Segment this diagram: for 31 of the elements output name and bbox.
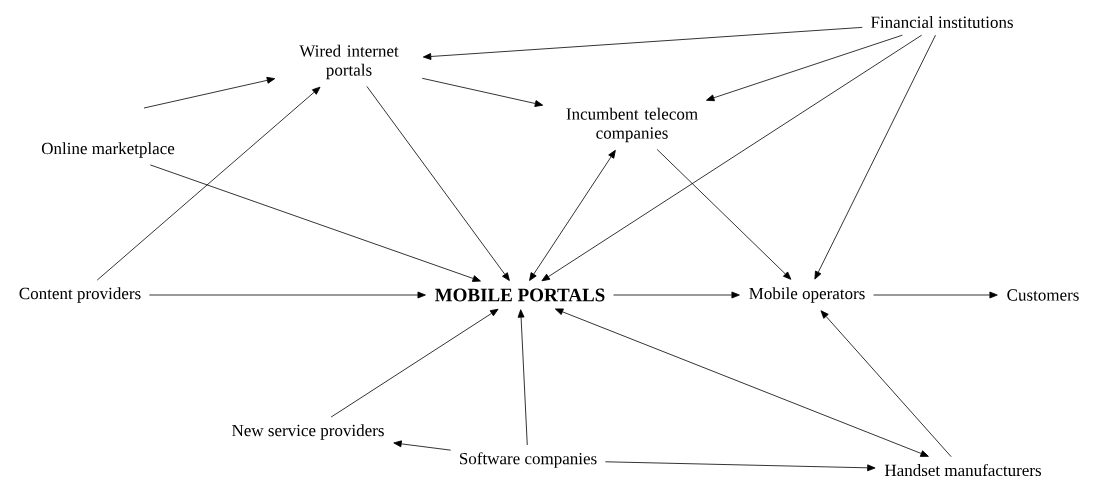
arrow: [96, 86, 321, 281]
node-label: MOBILE PORTALS: [435, 288, 605, 302]
node-label: New service providers: [232, 424, 384, 440]
arrow: [149, 164, 481, 282]
arrow: [541, 34, 923, 282]
node-label: Software companies: [460, 452, 597, 468]
arrow: [517, 309, 528, 446]
node-label: Financial institutions: [870, 16, 1013, 28]
node-label: Wired internet portals: [299, 44, 399, 80]
node-label: Customers: [1007, 289, 1079, 301]
arrow: [529, 149, 616, 281]
arrow: [393, 440, 452, 451]
arrow: [366, 86, 510, 281]
arrow: [330, 308, 499, 418]
arrow: [706, 34, 903, 102]
node-label: Online marketplace: [41, 142, 175, 158]
arrow: [143, 76, 276, 109]
arrow: [422, 27, 863, 60]
node-label: Content providers: [19, 287, 141, 303]
arrow: [148, 291, 426, 299]
arrow: [421, 77, 544, 107]
arrow: [656, 149, 792, 280]
arrow: [820, 310, 952, 458]
node-label: Mobile operators: [749, 287, 865, 303]
node-label: Incumbent telecom companies: [566, 107, 698, 143]
arrow: [554, 308, 929, 457]
node-label: Handset manufacturers: [884, 463, 1041, 477]
arrow: [814, 34, 936, 280]
arrow: [604, 461, 876, 472]
arrow: [613, 291, 740, 299]
arrow: [873, 291, 998, 299]
